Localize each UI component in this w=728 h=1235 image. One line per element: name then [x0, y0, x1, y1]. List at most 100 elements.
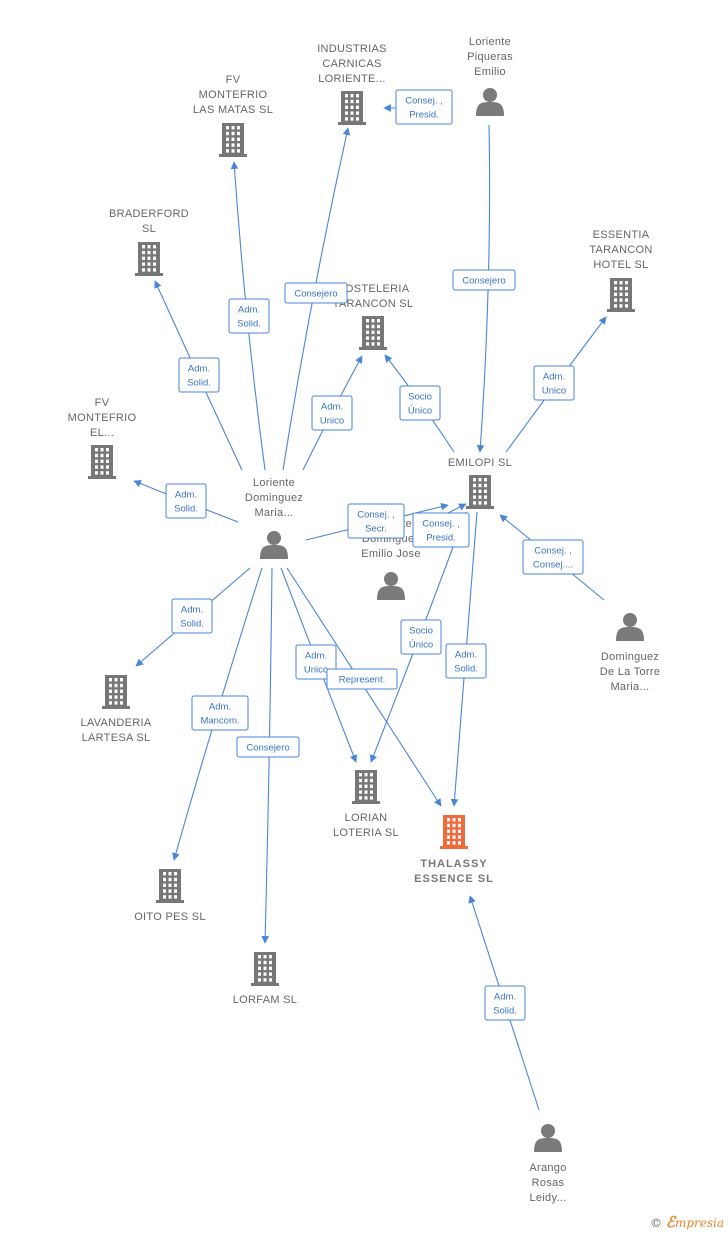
- building-window: [478, 495, 482, 499]
- edge-label[interactable]: Consej. ,Presid.: [395, 89, 453, 125]
- empresia-logo-text[interactable]: mpresia: [674, 1216, 724, 1230]
- building-window: [226, 126, 229, 130]
- building-window: [478, 501, 482, 505]
- edge-label-text: Único: [409, 640, 433, 651]
- building-window: [100, 453, 104, 458]
- building-window: [345, 111, 348, 115]
- edge-label[interactable]: Adm.Solid.: [178, 357, 220, 393]
- building-window: [168, 877, 172, 882]
- building-window: [370, 773, 373, 777]
- node-label: FV: [226, 74, 241, 86]
- person-head: [541, 1124, 555, 1138]
- building-window: [95, 471, 98, 475]
- node-label: Maria...: [610, 681, 649, 693]
- person-icon: [377, 572, 405, 600]
- edge-label-text: Solid.: [237, 319, 261, 330]
- edge-label[interactable]: Adm.Solid.: [171, 598, 213, 634]
- edge-label-text: Solid.: [187, 378, 211, 389]
- node-label: Loriente: [469, 36, 511, 48]
- node-arango_rosas[interactable]: ArangoRosasLeidy...: [529, 1124, 566, 1204]
- node-oito_pes[interactable]: OITO PES SL: [134, 869, 206, 923]
- building-window: [263, 966, 267, 970]
- building-window: [109, 695, 112, 699]
- edge-label[interactable]: Adm.Solid.: [445, 643, 487, 679]
- building-base: [219, 154, 247, 157]
- node-lorfam[interactable]: LORFAM SL: [233, 952, 297, 1006]
- edge-label-text: Consej. ,: [357, 510, 395, 521]
- edge-label-text: Socio: [409, 626, 433, 637]
- empresia-logo-initial[interactable]: ℰ: [665, 1213, 675, 1231]
- building-window: [106, 465, 109, 469]
- building-window: [447, 841, 450, 845]
- building-window: [370, 796, 373, 800]
- building-window: [226, 131, 229, 136]
- edge-label-box: [236, 736, 300, 758]
- node-label: HOSTELERIA: [337, 283, 410, 295]
- node-emilopi[interactable]: EMILOPI SL: [448, 457, 512, 509]
- edge-label-text: Unico: [304, 665, 328, 676]
- building-window: [263, 960, 267, 965]
- edge-label[interactable]: Adm.Solid.: [228, 298, 270, 334]
- building-window: [614, 292, 617, 296]
- building-base: [102, 706, 130, 709]
- person-icon: [260, 531, 288, 559]
- building-window: [458, 829, 461, 833]
- edge-label[interactable]: Consejero: [284, 282, 348, 304]
- edge-label[interactable]: Adm.Solid.: [165, 483, 207, 519]
- edge-label[interactable]: Represent.: [326, 668, 398, 690]
- building-window: [625, 304, 628, 308]
- building-window: [106, 459, 109, 463]
- edge-label-box: [311, 395, 353, 431]
- building-window: [452, 835, 456, 839]
- edge-label[interactable]: Consej. ,Secr.: [347, 503, 405, 539]
- building-window: [120, 701, 123, 705]
- building-window: [350, 105, 354, 109]
- edge-label[interactable]: Adm.Mancom.: [191, 695, 249, 731]
- building-base: [359, 347, 387, 350]
- edge-label-box: [178, 357, 220, 393]
- edge-label[interactable]: Consej. ,Consej....: [522, 539, 584, 575]
- edge-label-text: Solid.: [180, 619, 204, 630]
- building-window: [371, 324, 375, 329]
- edge-label-text: Adm.: [175, 490, 197, 501]
- building-window: [263, 972, 267, 976]
- building-window: [371, 342, 375, 346]
- edge-label[interactable]: Consejero: [236, 736, 300, 758]
- person-icon: [616, 613, 644, 641]
- edge-label[interactable]: Adm.Unico: [295, 644, 337, 680]
- building-window: [619, 286, 623, 291]
- building-window: [484, 483, 487, 488]
- building-window: [153, 262, 156, 266]
- person-head: [384, 572, 398, 586]
- edge-label[interactable]: Adm.Unico: [533, 365, 575, 401]
- building-window: [109, 683, 112, 688]
- edge-label[interactable]: Adm.Unico: [311, 395, 353, 431]
- edge-label[interactable]: Consejero: [452, 269, 516, 291]
- person-head: [483, 88, 497, 102]
- edge-label-box: [399, 385, 441, 421]
- building-window: [258, 960, 261, 965]
- edge-label[interactable]: Consej. ,Presid.: [412, 512, 470, 548]
- edge-label[interactable]: Adm.Solid.: [484, 985, 526, 1021]
- building-window: [377, 319, 380, 323]
- building-window: [231, 149, 235, 153]
- edge-label-text: Adm.: [209, 702, 231, 713]
- node-industrias_carnicas[interactable]: INDUSTRIASCARNICASLORIENTE...: [317, 43, 387, 125]
- node-loriente_dominguez_maria[interactable]: LorienteDominguezMaria...: [245, 477, 303, 559]
- building-window: [447, 835, 450, 839]
- node-fv_montefrio_el[interactable]: FVMONTEFRIOEL...: [68, 397, 137, 479]
- building-window: [120, 678, 123, 682]
- building-window: [614, 298, 617, 302]
- building-icon: [156, 869, 184, 903]
